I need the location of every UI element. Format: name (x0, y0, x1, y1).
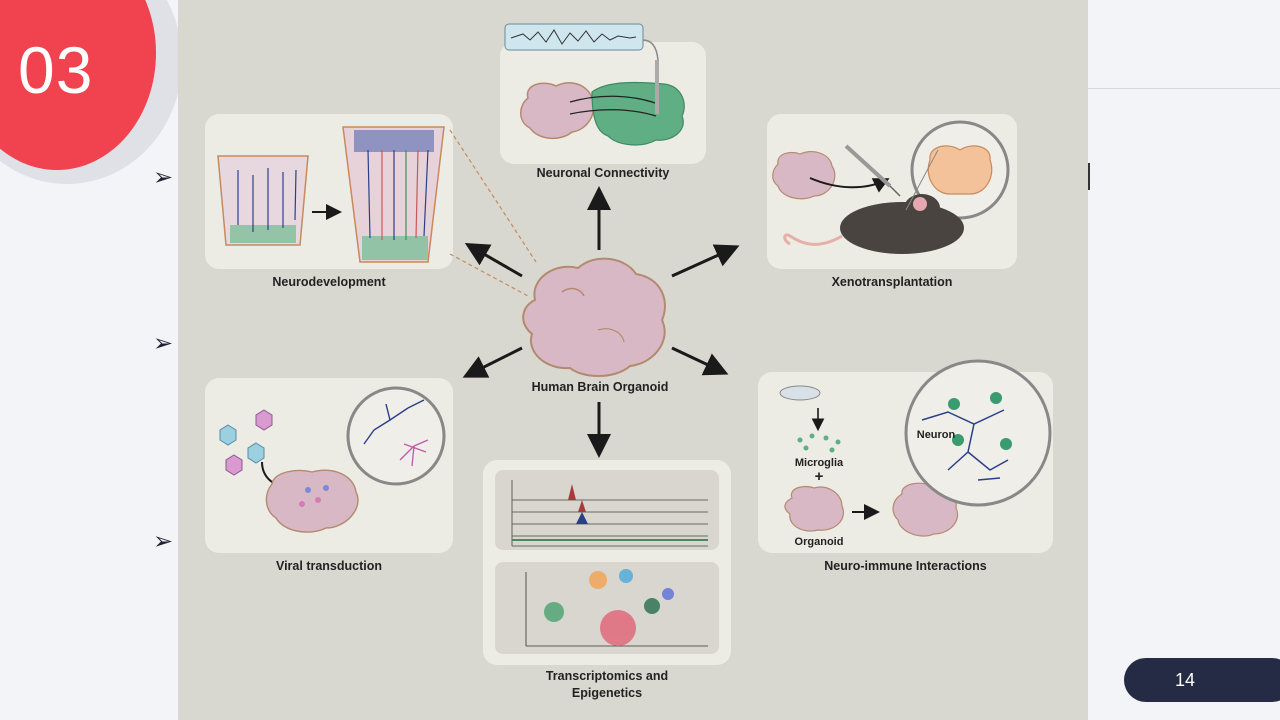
arrow-up-left (464, 243, 523, 278)
arrow-down-left (462, 346, 523, 378)
label-transcriptomics: Transcriptomics and (545, 669, 669, 683)
header-divider (1088, 88, 1280, 89)
section-number: 03 (18, 33, 94, 107)
label-human-brain-organoid: Human Brain Organoid (531, 380, 669, 394)
brain-organoid-figure: Neuronal Connectivity Neurodevelopment X… (178, 0, 1088, 720)
bullet-arrow-icon: ➢ (153, 330, 174, 357)
bullet-arrow-icon: ➢ (153, 164, 174, 191)
central-organoid (522, 257, 666, 377)
label-xenotransplantation: Xenotransplantation (831, 275, 953, 289)
figure-illustrations (217, 23, 1052, 654)
label-neurodevelopment: Neurodevelopment (272, 275, 386, 289)
label-microglia: Microglia (794, 457, 844, 469)
label-neuronal-connectivity: Neuronal Connectivity (536, 166, 670, 180)
arrow-up-right (671, 244, 740, 278)
bullet-arrow-icon: ➢ (153, 528, 174, 555)
page-number: 14 (1175, 670, 1196, 690)
label-neuro-immune-interactions: Neuro-immune Interactions (824, 559, 987, 573)
label-neuron: Neuron (916, 429, 956, 441)
page-number-pill (1124, 658, 1280, 702)
label-epigenetics: Epigenetics (571, 686, 643, 700)
arrow-down-right (671, 346, 729, 376)
label-plus: + (814, 468, 824, 485)
text-cursor (1088, 163, 1090, 190)
label-organoid: Organoid (794, 536, 844, 548)
label-viral-transduction: Viral transduction (275, 559, 383, 573)
